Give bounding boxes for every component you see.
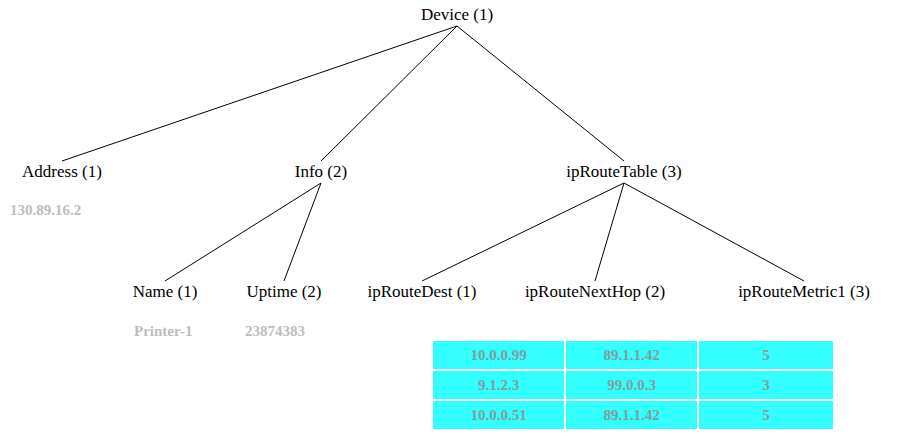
node-label: ipRouteNextHop (2) (525, 282, 665, 301)
table-cell: 3 (698, 370, 834, 400)
tree-branch (422, 183, 624, 281)
node-label: ipRouteTable (3) (566, 162, 681, 181)
table-cell: 5 (698, 400, 834, 430)
node-label: Info (2) (295, 162, 347, 181)
object-value: Printer-1 (134, 323, 193, 340)
tree-node: Device (1) (418, 4, 496, 26)
node-label: ipRouteMetric1 (3) (738, 282, 870, 301)
node-label: ipRouteDest (1) (367, 282, 476, 301)
tree-node: ipRouteTable (3) (563, 161, 684, 183)
tree-node: ipRouteMetric1 (3) (735, 281, 873, 303)
tree-branch (595, 183, 624, 281)
tree-branch (62, 26, 457, 161)
table-cell: 9.1.2.3 (432, 370, 565, 400)
tree-node: Info (2) (292, 161, 350, 183)
table-cell: 89.1.1.42 (565, 400, 698, 430)
tree-branch (284, 183, 321, 281)
object-value: 130.89.16.2 (10, 202, 81, 219)
table-cell: 10.0.0.99 (432, 340, 565, 370)
tree-node: ipRouteDest (1) (364, 281, 479, 303)
tree-branch (624, 183, 804, 281)
table-cell: 5 (698, 340, 834, 370)
node-label: Name (1) (133, 282, 198, 301)
table-cell: 10.0.0.51 (432, 400, 565, 430)
tree-node: Uptime (2) (243, 281, 324, 303)
node-label: Device (1) (421, 5, 493, 24)
tree-branch (165, 183, 321, 281)
table-cell: 99.0.0.3 (565, 370, 698, 400)
node-label: Uptime (2) (246, 282, 321, 301)
tree-node: Name (1) (130, 281, 201, 303)
tree-node: ipRouteNextHop (2) (522, 281, 668, 303)
tree-branch (321, 26, 457, 161)
object-value: 23874383 (245, 323, 305, 340)
node-label: Address (1) (22, 162, 102, 181)
tree-branch (457, 26, 624, 161)
tree-node: Address (1) (19, 161, 105, 183)
table-cell: 89.1.1.42 (565, 340, 698, 370)
